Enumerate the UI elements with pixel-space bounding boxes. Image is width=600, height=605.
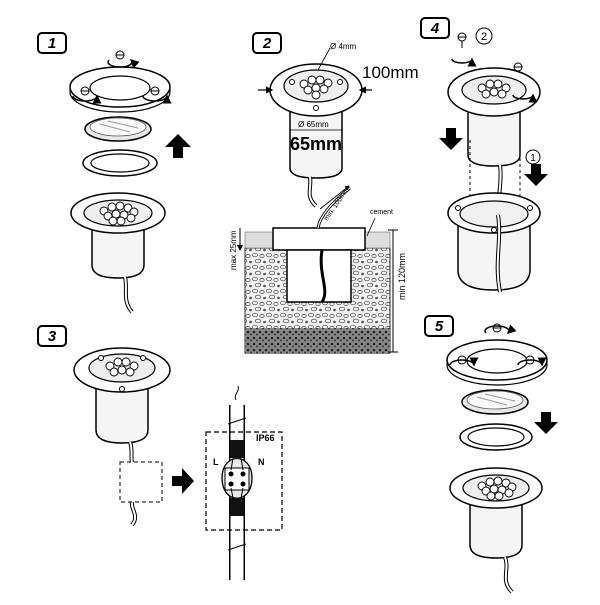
live-terminal-label: L	[213, 457, 219, 467]
max-depth-label: max 25mm	[229, 230, 238, 270]
body-diameter-label: 65mm	[290, 134, 342, 154]
step-1-number: 1	[48, 35, 56, 52]
ip-rating-label: IP66	[256, 433, 275, 443]
lamp-body	[70, 192, 166, 314]
cable-length-label: min. 100mm	[323, 186, 351, 222]
glass-lens	[84, 116, 152, 142]
step-5-badge: 5	[424, 315, 454, 337]
step-3-group: 3	[37, 325, 283, 580]
up-arrow-icon	[165, 134, 191, 158]
step-2-group: 2 Ø 4mm 100mm Ø 65mm 65mm	[229, 32, 419, 354]
neutral-terminal-label: N	[258, 457, 265, 467]
step-4-number: 4	[430, 20, 440, 37]
step-4-badge: 4	[420, 17, 450, 39]
screw-icon	[451, 32, 523, 72]
step-5-group: 5	[424, 315, 558, 594]
min-depth-label: min 120mm	[397, 253, 407, 300]
step-2-badge: 2	[252, 32, 282, 54]
cement-label: cement	[370, 209, 393, 216]
glass-lens	[461, 389, 529, 415]
lamp-assembled	[73, 347, 171, 527]
step-4-group: 4 2	[420, 17, 548, 293]
down-arrow-icon	[439, 128, 548, 186]
junction-box	[205, 385, 283, 580]
step-1-group: 1	[37, 32, 191, 314]
screw-icon	[449, 323, 547, 367]
face-diameter-label: 100mm	[362, 63, 419, 82]
screw-icon	[72, 50, 172, 104]
order-2-marker: 2	[481, 31, 487, 43]
step-3-number: 3	[48, 328, 57, 345]
body-diameter-small-label: Ø 65mm	[298, 120, 329, 129]
ground-cross-section	[244, 186, 391, 354]
screw-diameter-label: Ø 4mm	[330, 42, 357, 51]
step-1-badge: 1	[37, 32, 67, 54]
gasket-ring	[459, 423, 533, 451]
right-arrow-icon	[172, 468, 194, 494]
cover-ring	[446, 339, 548, 386]
step-5-number: 5	[435, 318, 444, 335]
ground-sleeve	[447, 192, 541, 293]
step-3-badge: 3	[37, 325, 67, 347]
order-1-marker: 1	[530, 153, 536, 164]
step-2-number: 2	[262, 35, 272, 52]
top-lamp-view	[269, 63, 363, 208]
down-arrow-icon	[534, 412, 558, 434]
lamp-body	[449, 467, 543, 594]
gasket-ring	[82, 149, 158, 177]
lamp-upper	[447, 67, 541, 219]
